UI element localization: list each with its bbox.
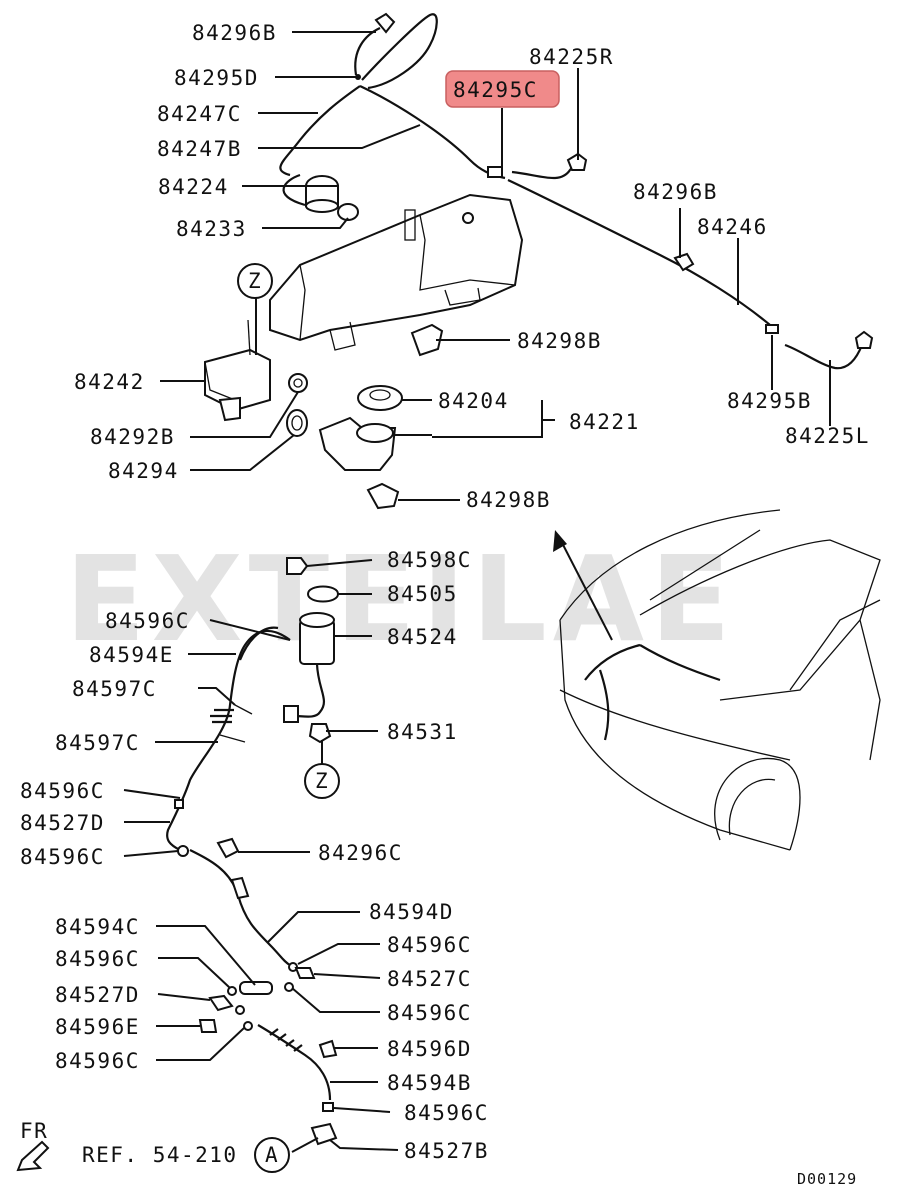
hose-to-pump [282, 173, 306, 207]
joint-84295d [355, 74, 361, 80]
callouts: Z Z A [237, 263, 340, 1173]
washer-tank-assembly [204, 12, 874, 510]
label-84596c-2[interactable]: 84596C [20, 779, 105, 803]
label-84594d[interactable]: 84594D [369, 900, 454, 924]
label-84531[interactable]: 84531 [387, 720, 458, 744]
vehicle-outline [553, 509, 881, 851]
connector-84295b [765, 324, 779, 334]
nozzle-84225l [854, 330, 874, 349]
bolt-84598c [286, 557, 309, 575]
label-84224[interactable]: 84224 [158, 175, 229, 199]
label-84295d[interactable]: 84295D [174, 66, 259, 90]
hose-84594b [257, 1024, 332, 1101]
bolt-84298b-b [366, 482, 400, 510]
fr-label: FR [20, 1119, 48, 1143]
label-84246[interactable]: 84246 [697, 215, 768, 239]
label-84225r[interactable]: 84225R [529, 45, 614, 69]
wire-84524 [289, 663, 325, 718]
ring-84294 [286, 409, 308, 437]
locator-arrow-line [557, 534, 613, 641]
label-84527b[interactable]: 84527B [404, 1139, 489, 1163]
leader-lines [123, 31, 831, 1153]
highlight-box-84295c [445, 70, 560, 108]
label-84596c-1[interactable]: 84596C [105, 609, 190, 633]
clip-84296b-top [374, 12, 396, 34]
label-84204[interactable]: 84204 [438, 389, 509, 413]
label-84594b[interactable]: 84594B [387, 1071, 472, 1095]
clamp-84596c-bottom [322, 1102, 334, 1112]
label-84594c[interactable]: 84594C [55, 915, 140, 939]
clip-84596d [318, 1039, 338, 1059]
label-84295b[interactable]: 84295B [727, 389, 812, 413]
watermark: EXTEILAE [65, 530, 737, 668]
label-84596c-8[interactable]: 84596C [404, 1101, 489, 1125]
label-84298b-b[interactable]: 84298B [466, 488, 551, 512]
washer-tank [269, 193, 524, 342]
joint-84527c [294, 967, 316, 979]
cap-84204 [357, 385, 403, 411]
footer: FR REF. 54-210 D00129 [16, 1119, 857, 1187]
locator-arrowhead [553, 530, 567, 552]
callout-z-bottom-label: Z [315, 769, 329, 793]
label-84527d-1[interactable]: 84527D [20, 811, 105, 835]
label-84594e[interactable]: 84594E [89, 643, 174, 667]
label-84225l[interactable]: 84225L [785, 424, 870, 448]
label-84296c[interactable]: 84296C [318, 841, 403, 865]
headlamp-washer-assembly [166, 557, 340, 1146]
label-84527d-2[interactable]: 84527D [55, 983, 140, 1007]
label-84596c-5[interactable]: 84596C [55, 947, 140, 971]
clip-84296b-right [673, 252, 695, 272]
nozzle-84225r [566, 152, 588, 171]
upper-hose-loop [361, 13, 438, 90]
hose-84225l [784, 343, 864, 370]
label-84296b-right[interactable]: 84296B [633, 180, 718, 204]
callout-z-bottom [304, 763, 340, 799]
label-84597c-2[interactable]: 84597C [55, 731, 140, 755]
label-84596e[interactable]: 84596E [55, 1015, 140, 1039]
joint-84527d [208, 994, 234, 1012]
label-84292b[interactable]: 84292B [90, 425, 175, 449]
label-84596c-6[interactable]: 84596C [387, 1001, 472, 1025]
label-84596c-3[interactable]: 84596C [20, 845, 105, 869]
label-84221[interactable]: 84221 [569, 410, 640, 434]
label-84247c[interactable]: 84247C [157, 102, 242, 126]
hose-84247c [279, 85, 361, 177]
label-84298b-a[interactable]: 84298B [517, 329, 602, 353]
label-84596c-4[interactable]: 84596C [387, 933, 472, 957]
label-84242[interactable]: 84242 [74, 370, 145, 394]
clamp-84505 [306, 585, 340, 603]
grommet-84233 [337, 203, 359, 221]
hose-84594e [166, 629, 291, 851]
label-84295c[interactable]: 84295C [453, 78, 538, 102]
label-84233[interactable]: 84233 [176, 217, 247, 241]
connector-84295c [487, 166, 503, 178]
ref-label: REF. 54-210 [82, 1143, 238, 1167]
label-84294[interactable]: 84294 [108, 459, 179, 483]
callout-z-top-label: Z [248, 269, 262, 293]
label-84597c-1[interactable]: 84597C [72, 677, 157, 701]
hose-84296b-top [354, 27, 381, 76]
label-84598c[interactable]: 84598C [387, 548, 472, 572]
connector-84524 [283, 705, 299, 723]
hose-84225r [511, 154, 580, 180]
label-84505[interactable]: 84505 [387, 582, 458, 606]
grommet-84531 [308, 723, 332, 744]
label-84524[interactable]: 84524 [387, 625, 458, 649]
callout-a-label: A [265, 1143, 279, 1167]
front-arrow-icon [16, 1140, 50, 1172]
label-84527c[interactable]: 84527C [387, 967, 472, 991]
clip-84296c [216, 837, 240, 859]
hose-84594d [189, 849, 291, 966]
label-84596c-7[interactable]: 84596C [55, 1049, 140, 1073]
label-84296b-top[interactable]: 84296B [192, 21, 277, 45]
clip-84596e [198, 1019, 218, 1033]
nut-84292b [288, 373, 308, 393]
part-labels: 84296B 84295D 84247C 84247B 84224 84233 … [20, 21, 870, 1163]
diagram-code: D00129 [797, 1170, 857, 1187]
callout-z-top [237, 263, 273, 299]
label-84596d[interactable]: 84596D [387, 1037, 472, 1061]
label-84247b[interactable]: 84247B [157, 137, 242, 161]
callout-a [254, 1137, 290, 1173]
